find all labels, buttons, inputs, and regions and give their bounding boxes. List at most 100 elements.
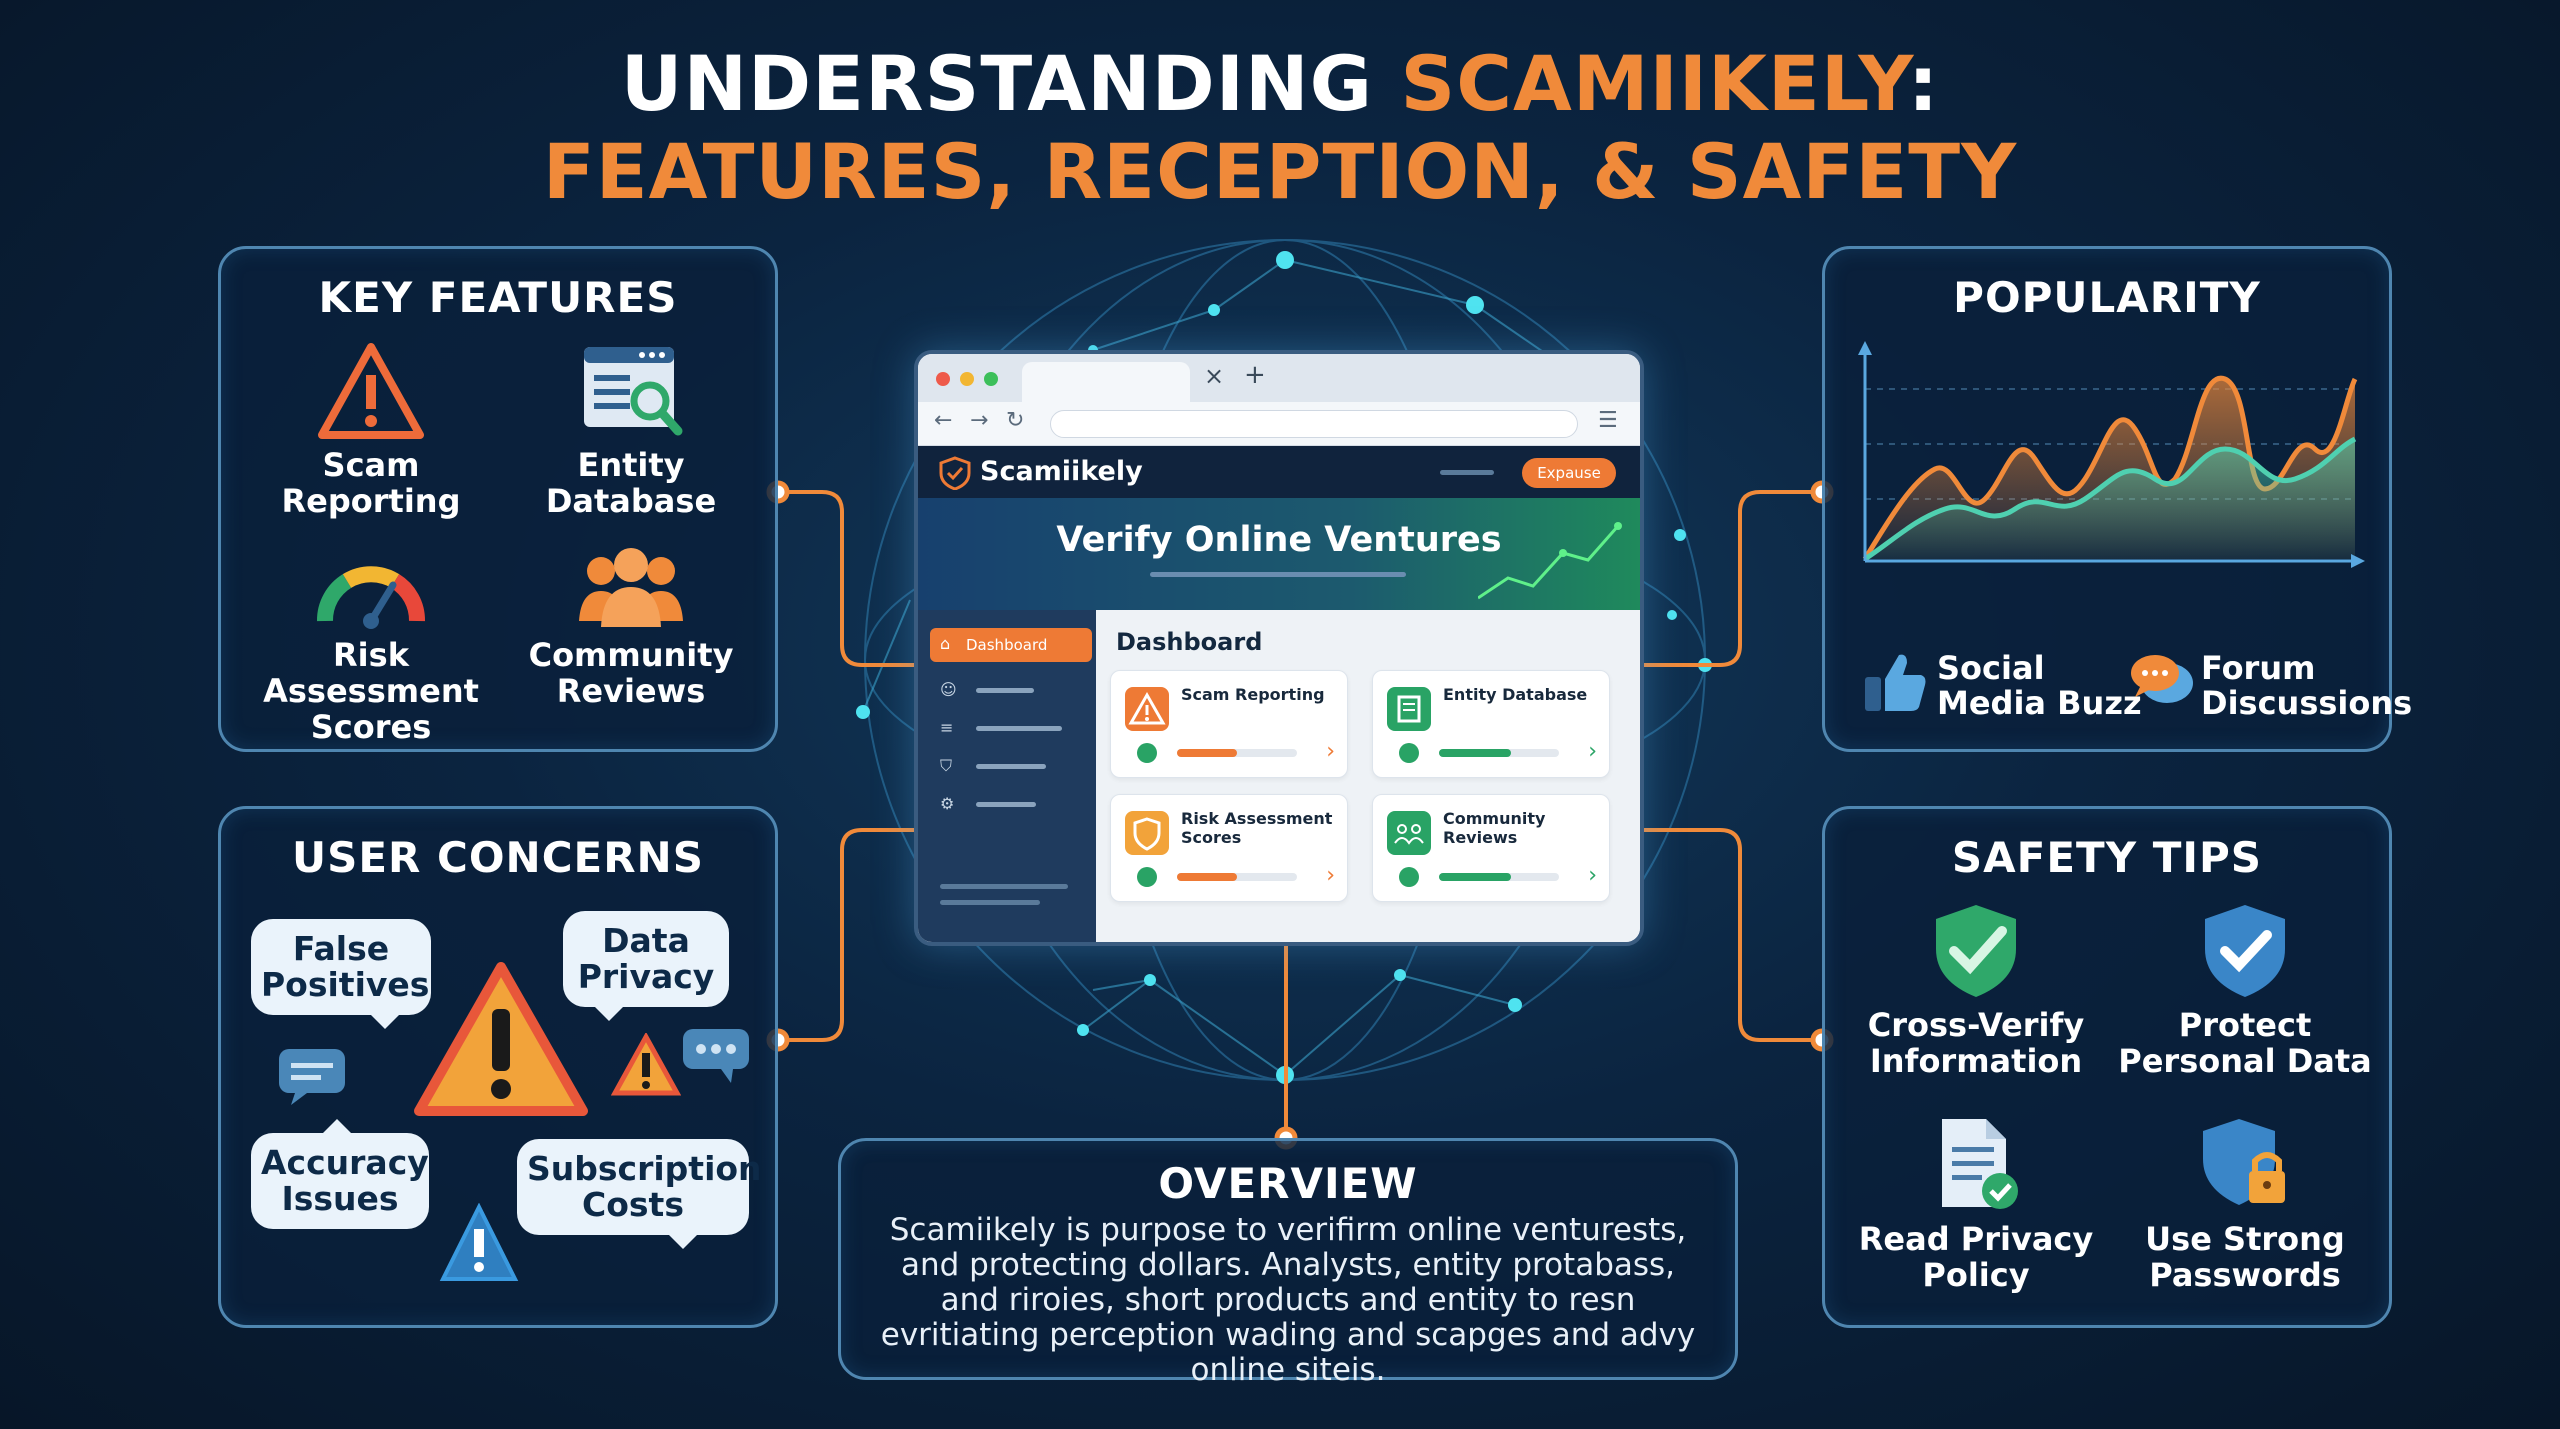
title-colon: : [1907, 39, 1940, 128]
series-forum-area [1865, 439, 2355, 559]
series-social-line [1862, 375, 2358, 561]
app-main: Dashboard Scam Reporting › Entity Databa… [1096, 610, 1640, 942]
back-arrow-icon[interactable]: ← [934, 408, 953, 433]
hero-banner: Verify Online Ventures [918, 498, 1640, 610]
shield-icon [1125, 811, 1169, 855]
forward-arrow-icon[interactable]: → [970, 408, 989, 433]
series-forum-line [1863, 436, 2357, 562]
community-icon [579, 548, 683, 627]
browser-tab[interactable] [1022, 362, 1190, 402]
chat-bubble-icon [279, 1049, 345, 1105]
sidebar-footer-bar [940, 900, 1040, 905]
shield-check-green-icon [1936, 905, 2016, 997]
hero-title: Verify Online Ventures [1056, 520, 1502, 560]
progress-bar [1177, 873, 1297, 881]
typing-bubble-icon [683, 1029, 749, 1083]
chevron-right-icon[interactable]: › [1588, 739, 1597, 764]
list-icon[interactable]: ≡ [940, 718, 954, 737]
close-window-dot[interactable] [936, 372, 950, 386]
hero-underline [1150, 572, 1406, 577]
title-part-a: UNDERSTANDING [620, 39, 1401, 128]
document-icon [1387, 687, 1431, 731]
overview-title: OVERVIEW [1158, 1159, 1418, 1208]
title-subtitle: FEATURES, RECEPTION, & SAFETY [542, 127, 2018, 216]
reload-icon[interactable]: ↻ [1006, 408, 1025, 433]
shield-lock-icon [2203, 1119, 2285, 1205]
card-scam-reporting[interactable]: Scam Reporting › [1110, 670, 1348, 778]
users-icon [1387, 811, 1431, 855]
chevron-right-icon[interactable]: › [1326, 739, 1335, 764]
thumbs-up-icon [1865, 654, 1926, 711]
popularity-chart [1858, 341, 2365, 568]
home-icon: ⌂ [940, 634, 951, 653]
page-title: UNDERSTANDING SCAMIIKELY: FEATURES, RECE… [0, 40, 2560, 216]
trend-graphic [1478, 522, 1622, 600]
sidebar-item-placeholder[interactable] [976, 764, 1046, 769]
check-icon [1399, 867, 1419, 887]
app-brand: Scamiikely [980, 456, 1143, 487]
check-icon [1137, 867, 1157, 887]
overview-panel: OVERVIEW Scamiikely is purpose to verifi… [838, 1138, 1738, 1388]
progress-bar [1177, 749, 1297, 757]
sidebar-footer-bar [940, 884, 1068, 889]
chat-icon [2131, 655, 2193, 703]
sidebar-item-placeholder[interactable] [976, 688, 1034, 693]
card-community-reviews[interactable]: Community Reviews › [1372, 794, 1610, 902]
overview-text: Scamiikely is purpose to verifirm online… [880, 1212, 1696, 1388]
progress-bar [1439, 749, 1559, 757]
popularity-title: POPULARITY [1953, 273, 2261, 322]
browser-toolbar: ← → ↻ ☰ [918, 402, 1640, 446]
gear-icon[interactable]: ⚙ [940, 794, 955, 813]
safety-tips-title: SAFETY TIPS [1951, 833, 2263, 882]
gauge-icon [317, 566, 425, 629]
key-features-title: KEY FEATURES [318, 273, 678, 322]
check-icon [1137, 743, 1157, 763]
sidebar-item-placeholder[interactable] [976, 802, 1036, 807]
browser-window: × + ← → ↻ ☰ Scamiikely Expause Verify On… [914, 350, 1644, 946]
sidebar-item-dashboard[interactable]: Dashboard [930, 628, 1092, 662]
dashboard-title: Dashboard [1116, 628, 1263, 656]
user-concerns-title: USER CONCERNS [292, 833, 704, 882]
users-icon[interactable]: ☺ [940, 680, 957, 699]
tab-close-icon[interactable]: × [1204, 362, 1225, 390]
menu-icon[interactable]: ☰ [1598, 408, 1618, 433]
big-warning-icon [414, 962, 588, 1116]
progress-bar [1439, 873, 1559, 881]
network-nodes [856, 251, 1712, 1084]
blue-warning-icon [439, 1203, 519, 1281]
minimize-window-dot[interactable] [960, 372, 974, 386]
app-sidebar: Dashboard ⌂ ☺ ≡ ⛉ ⚙ [918, 610, 1096, 942]
small-warning-icon [611, 1033, 681, 1096]
app-header: Scamiikely Expause [918, 446, 1640, 498]
browser-tab-bar: × + [918, 354, 1640, 402]
chevron-right-icon[interactable]: › [1326, 863, 1335, 888]
shield-icon[interactable]: ⛉ [940, 756, 953, 775]
shield-check-blue-icon [2205, 905, 2285, 997]
chevron-right-icon[interactable]: › [1588, 863, 1597, 888]
new-tab-icon[interactable]: + [1244, 360, 1266, 390]
maximize-window-dot[interactable] [984, 372, 998, 386]
card-entity-database[interactable]: Entity Database › [1372, 670, 1610, 778]
sidebar-item-placeholder[interactable] [976, 726, 1062, 731]
card-risk-assessment[interactable]: Risk Assessment Scores › [1110, 794, 1348, 902]
address-bar[interactable] [1050, 410, 1578, 438]
expose-button[interactable]: Expause [1522, 458, 1616, 488]
title-brand: SCAMIIKELY [1400, 39, 1908, 128]
document-check-icon [1942, 1119, 2018, 1209]
database-search-icon [584, 347, 683, 436]
